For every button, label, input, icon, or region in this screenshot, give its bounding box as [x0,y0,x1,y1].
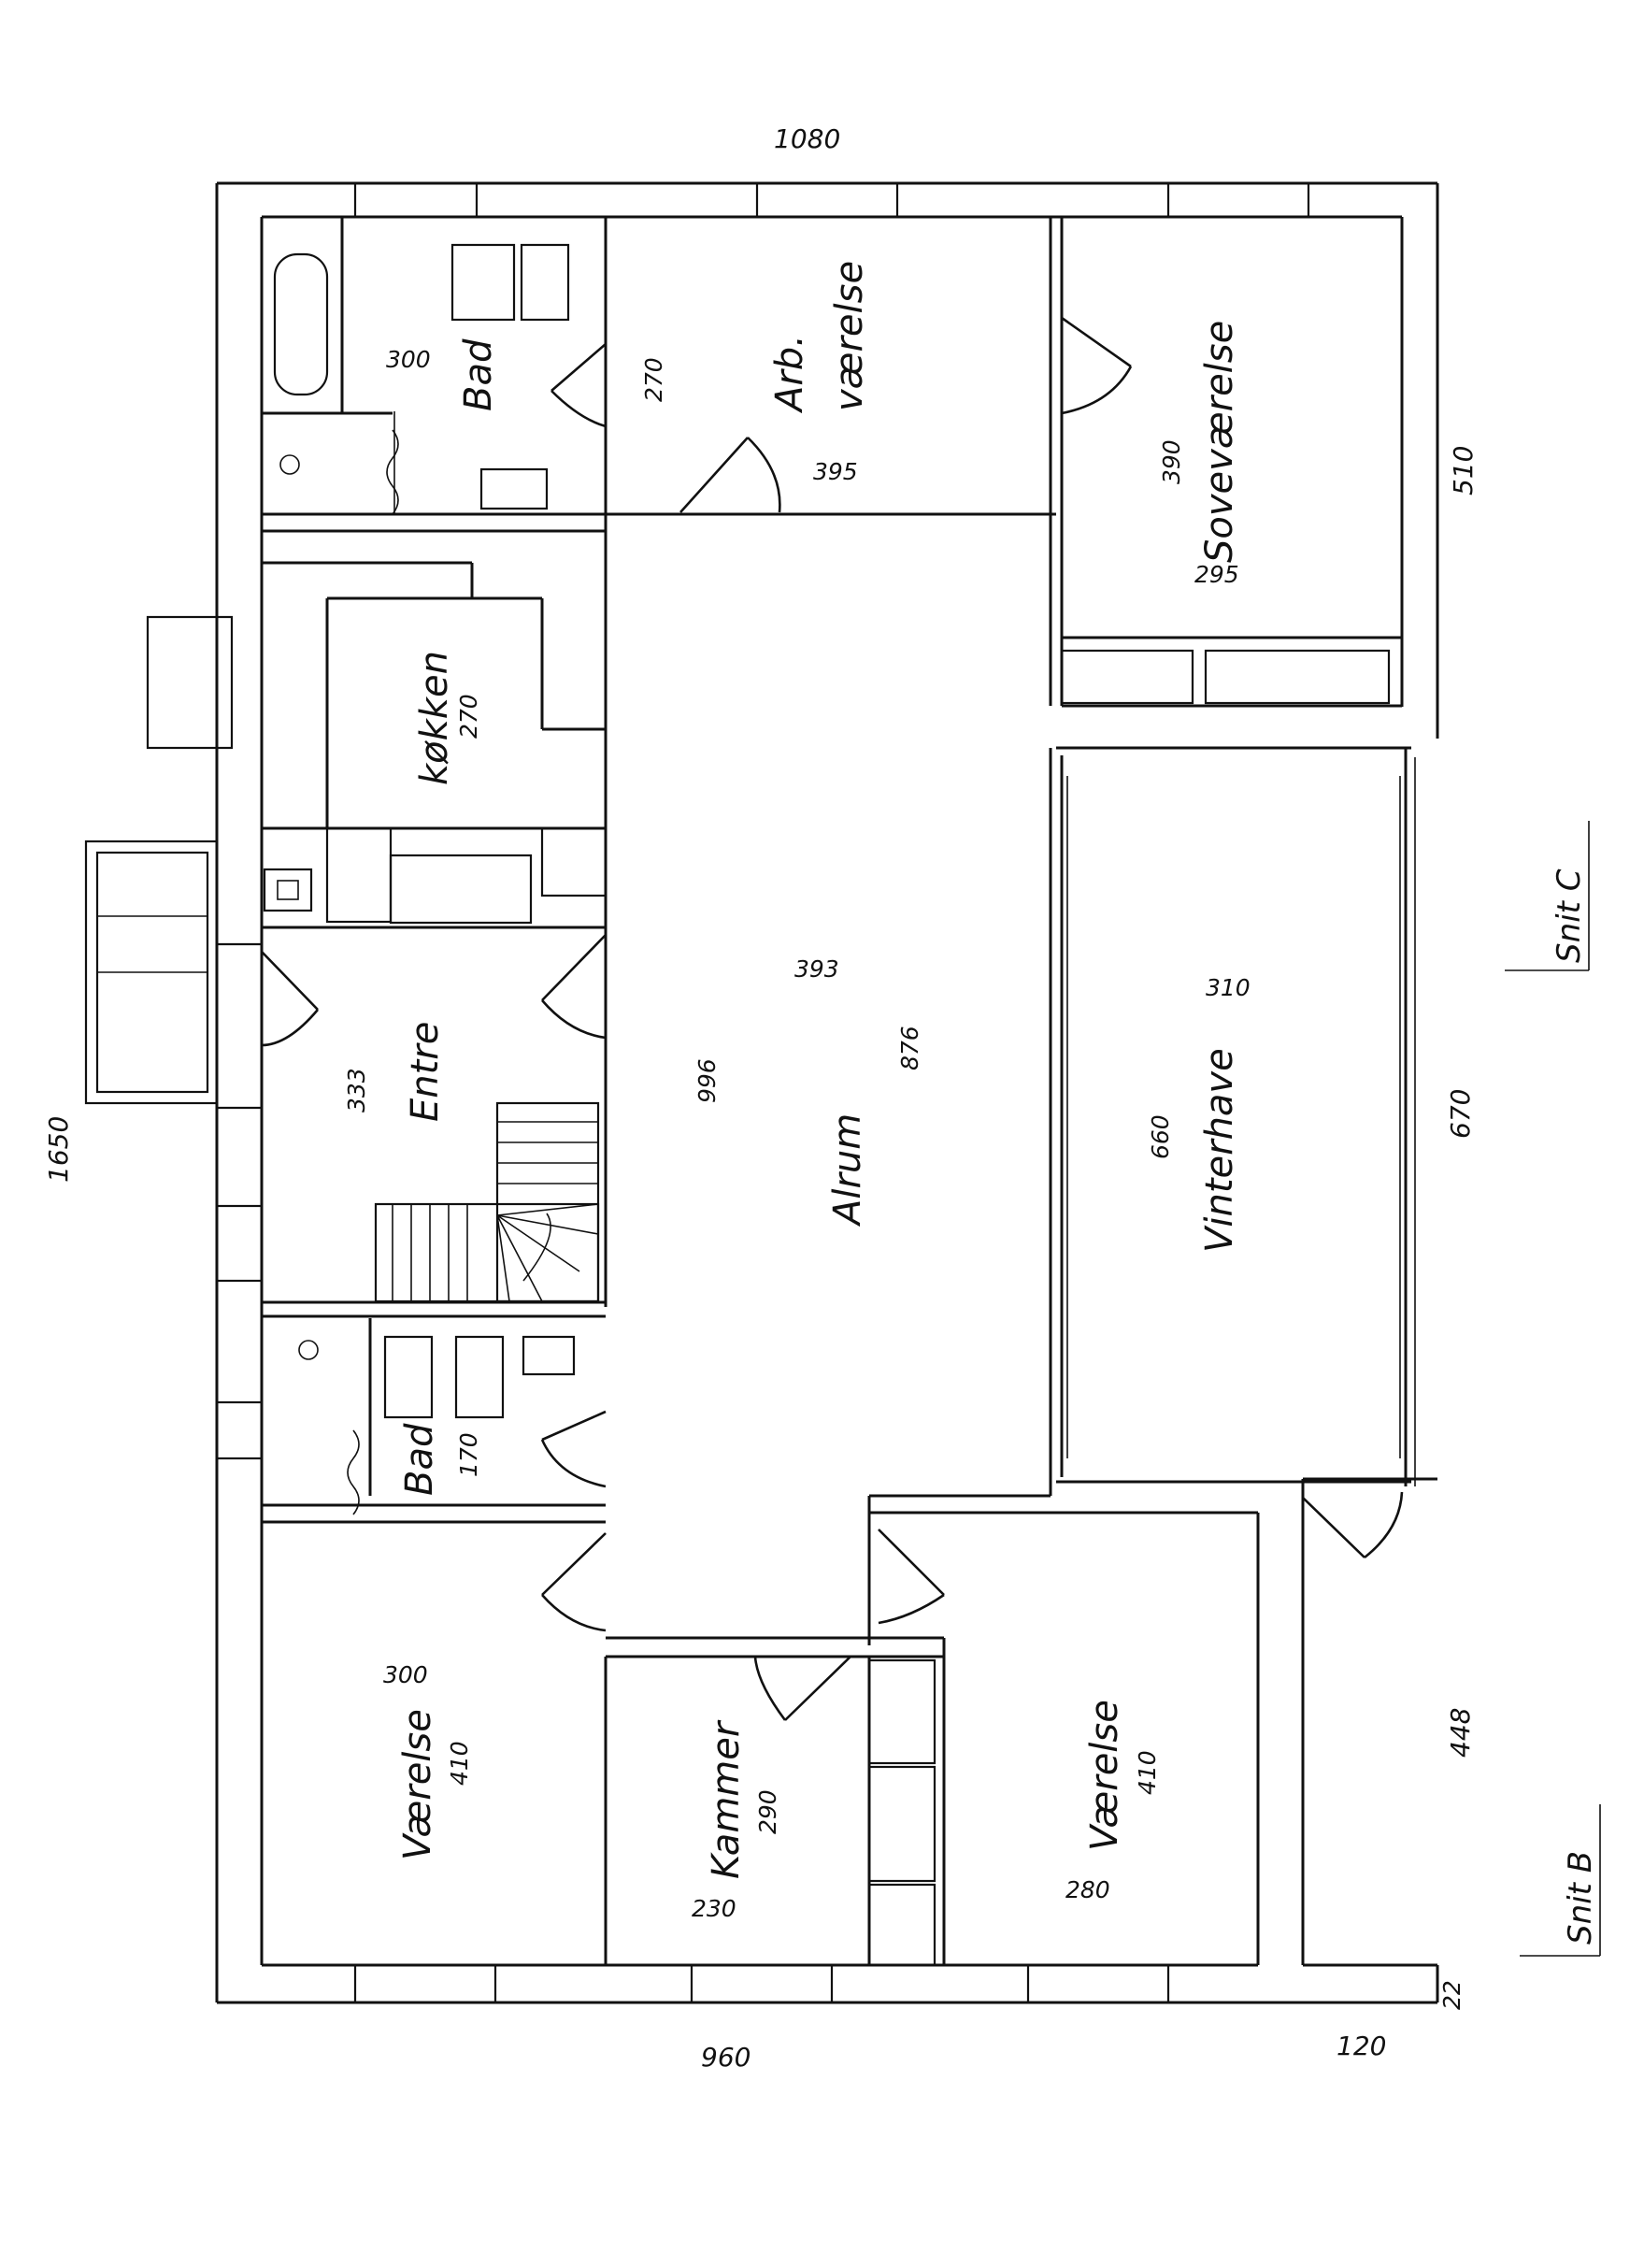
room-label-kokken: køkken [413,651,456,785]
dim-vaerelse-left-a: 300 [383,1661,428,1688]
room-label-arb-2: værelse [828,261,871,411]
dim-arb-a: 270 [640,357,667,402]
dim-entre: 333 [343,1068,370,1112]
dim-alrum-b: 876 [896,1026,923,1070]
windows-top [353,181,1310,219]
dim-vaerelse-right-b: 280 [1065,1876,1110,1903]
dim-sove-a: 390 [1158,439,1185,484]
room-label-vaerelse-right: Værelse [1083,1700,1126,1851]
room-label-bad-bottom: Bad [398,1423,441,1496]
section-label-snit-b: Snit B [1562,1851,1599,1945]
dim-kammer-a: 290 [754,1789,781,1834]
room-label-arb-1: Arb. [768,335,811,414]
section-marks [1505,821,1601,1957]
dim-outer-top: 1080 [774,123,840,154]
room-label-vinterhave: Vinterhave [1198,1048,1241,1253]
room-label-kammer: Kammer [705,1719,748,1879]
doors [261,316,1404,1721]
room-label-entre: Entre [404,1022,447,1122]
dim-outer-right-bottom: 448 [1445,1708,1476,1758]
dim-outer-right-top: 510 [1448,446,1479,495]
dim-kokken: 270 [455,694,482,739]
room-label-sove: Soveværelse [1198,321,1241,563]
dim-bad-bottom: 170 [455,1432,482,1477]
dim-vaerelse-left-b: 410 [446,1741,473,1786]
dim-vinterhave-a: 310 [1206,974,1251,1001]
dim-outer-bottom-right: 120 [1337,2031,1386,2061]
dim-outer-left: 1650 [43,1116,74,1183]
dim-sove-b: 295 [1194,561,1239,588]
windows-bottom [353,1963,1170,2004]
dim-alrum-a: 393 [794,955,839,983]
dim-bad-top: 300 [386,346,431,373]
dim-outer-bottom: 960 [701,2042,751,2073]
dim-kammer-b: 230 [692,1895,736,1922]
windows-left [215,1204,264,1460]
dim-vaerelse-right-a: 410 [1134,1750,1161,1795]
room-label-bad-top: Bad [457,338,500,411]
dim-outer-right-mid: 670 [1445,1089,1476,1139]
dim-arb-b: 395 [813,458,858,485]
dim-alrum-c: 996 [693,1058,721,1103]
dim-vinterhave-b: 660 [1147,1114,1174,1159]
dim-outer-corner: 22 [1438,1980,1465,2010]
interior-walls [84,217,1416,1967]
room-label-vaerelse-left: Værelse [396,1709,439,1860]
room-label-alrum: Alrum [826,1113,869,1227]
section-label-snit-c: Snit C [1551,868,1588,963]
